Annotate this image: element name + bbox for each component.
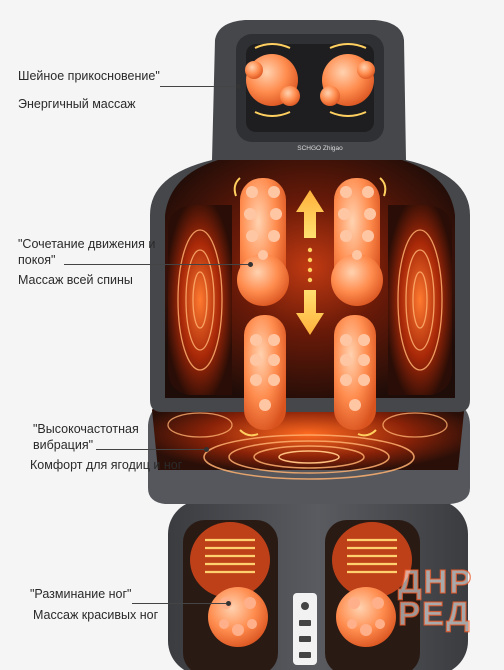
brand-label: SCHGO Zhigao: [297, 145, 343, 152]
leg-rest: [168, 500, 468, 670]
motion-arrows: [296, 190, 324, 335]
leader-line: [160, 86, 238, 87]
feature-neck-title: Шейное прикосновение": [18, 69, 160, 83]
leader-line: [96, 449, 206, 450]
feature-back-subtitle: Массаж всей спины: [18, 273, 133, 287]
leader-dot: [204, 447, 209, 452]
feature-neck-subtitle: Энергичный массаж: [18, 97, 136, 111]
feature-legs-subtitle: Массаж красивых ног: [33, 608, 159, 622]
leader-line: [132, 603, 228, 604]
leader-line: [64, 264, 250, 265]
seat-cushion: [148, 395, 470, 504]
foot-roller-right: [336, 587, 396, 647]
foot-roller-left: [208, 587, 268, 647]
leader-dot: [236, 84, 241, 89]
leader-dot: [226, 601, 231, 606]
arrow-up-icon: [296, 190, 324, 238]
feature-back-title-line1: "Сочетание движения и: [18, 237, 156, 251]
feature-back-title-line2: покоя": [18, 253, 56, 267]
watermark-logo: ДНР РЕД: [397, 563, 498, 632]
feature-vibration-title-line2: вибрация": [33, 438, 94, 452]
watermark-line1: ДНР: [397, 563, 474, 600]
headrest: [236, 34, 384, 142]
feature-vibration-title-line1: "Высокочастотная: [33, 422, 139, 436]
back-rollers: [233, 177, 387, 437]
watermark-line2: РЕД: [397, 595, 472, 632]
arrow-down-icon: [296, 290, 324, 335]
feature-legs-title: "Разминание ног": [30, 587, 132, 601]
feature-vibration-subtitle: Комфорт для ягодиц и ног: [30, 458, 183, 472]
leader-dot: [248, 262, 253, 267]
control-panel: [293, 593, 317, 665]
